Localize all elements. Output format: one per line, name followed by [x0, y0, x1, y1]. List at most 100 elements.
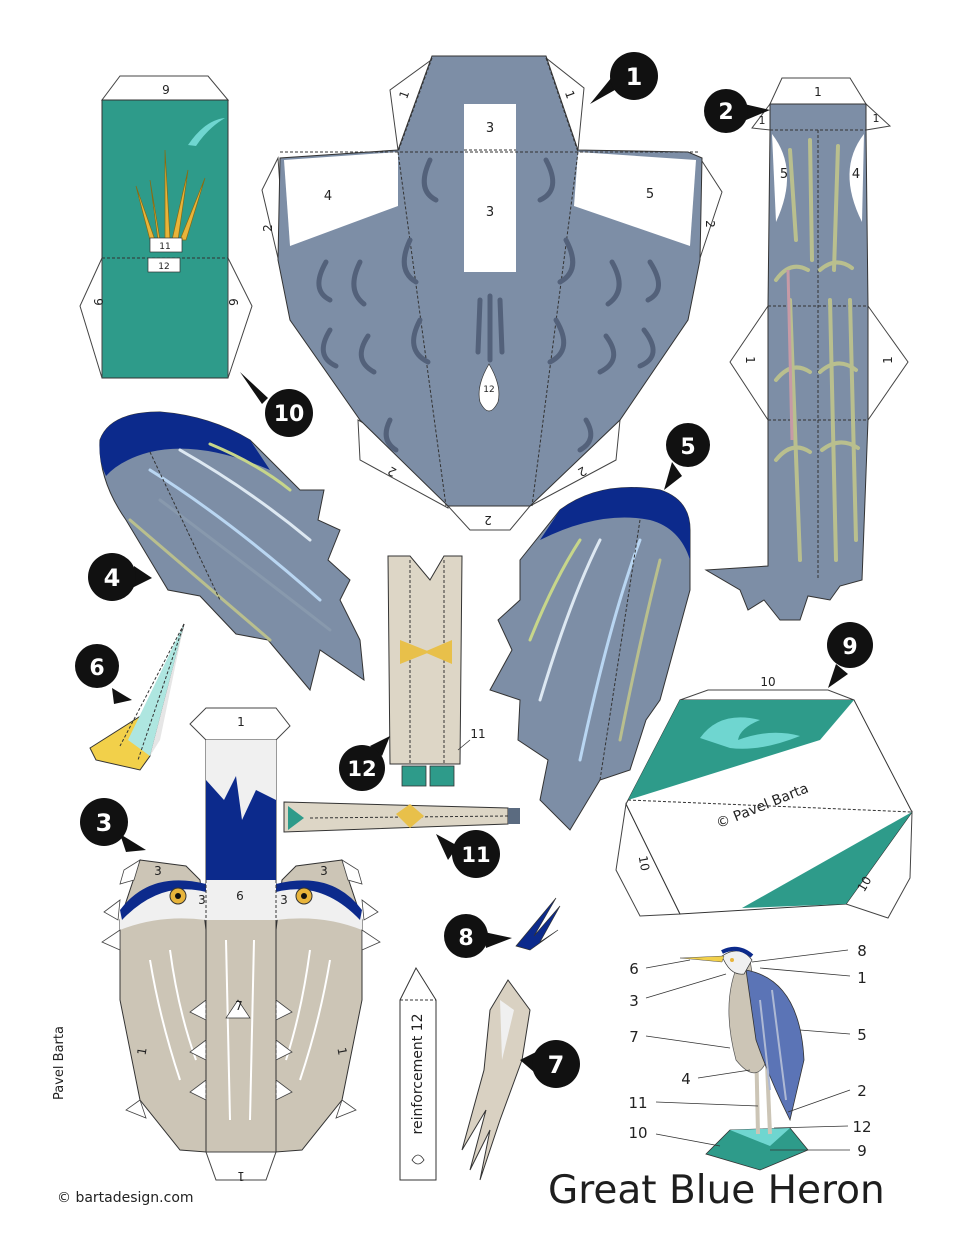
part-1-body: 3 3 4 5 12 2 2 1 1 2 2 2	[261, 55, 723, 531]
badge-11: 11	[436, 830, 500, 878]
slot-11	[149, 237, 183, 253]
tab-label: 1	[562, 89, 578, 101]
reinforcement-12-strip: reinforcement 12	[399, 966, 437, 1181]
slot-label: 4	[852, 167, 860, 182]
tab-label: 3	[198, 893, 206, 907]
badge-5: 5	[664, 423, 710, 490]
leg-11-end	[508, 808, 520, 824]
tab-label: 9	[91, 298, 105, 306]
badge-1: 1	[590, 52, 658, 104]
part-7-plumes	[461, 979, 531, 1181]
legend-label: 2	[857, 1082, 867, 1100]
slot-label: 6	[236, 889, 244, 903]
head-zigzag-tabs	[101, 859, 381, 1119]
tab-label: 9	[162, 83, 170, 97]
wing-5-tip	[540, 487, 690, 560]
legend-label: 1	[857, 969, 867, 987]
neck-feathers	[774, 138, 860, 562]
legend-label: 11	[628, 1094, 647, 1112]
wing-4-feathers	[128, 442, 332, 642]
leg-12-tab-label: 11	[470, 727, 485, 741]
legend-label: 12	[852, 1118, 871, 1136]
legend-label: 8	[857, 942, 867, 960]
neck-panel	[704, 103, 869, 621]
tab-label: 2	[261, 224, 275, 232]
part-2-neck: 1 1 1 5 4 1 1	[704, 77, 909, 621]
tab-label: 1	[334, 1046, 349, 1056]
neck-slot-5	[772, 134, 788, 222]
grass-decoration	[135, 149, 206, 241]
slot-label: 5	[780, 167, 788, 182]
legend-label: 7	[629, 1028, 639, 1046]
badge-7-number: 7	[548, 1051, 565, 1079]
head-right-side	[275, 859, 363, 1153]
slot-label: 4	[324, 189, 332, 204]
neck-accent	[786, 269, 794, 441]
tab-label: 1	[743, 356, 757, 364]
part-11-leg	[283, 801, 520, 833]
wing-slot-4	[284, 152, 398, 246]
tab-label: 10	[855, 874, 875, 894]
part-3-head: 1 6 7 3 3 3 3 1 1 1	[101, 707, 381, 1183]
tab-label: 3	[280, 893, 288, 907]
legend-label: 9	[857, 1142, 867, 1160]
badge-10: 10	[240, 372, 313, 437]
base-tab-top	[679, 689, 855, 701]
chest-plume-strokes	[149, 939, 331, 1121]
legend-label: 4	[681, 1070, 691, 1088]
badge-2: 2	[704, 89, 770, 133]
badge-4-number: 4	[104, 564, 121, 592]
stand-tab-left	[79, 257, 103, 379]
leg-12-foot-right	[429, 765, 455, 787]
neck-slot-4	[849, 134, 864, 222]
legend-label: 6	[629, 960, 639, 978]
part-10-stand: 11 12 9 9 9	[79, 75, 253, 379]
stand-tab-right	[227, 257, 253, 379]
legend-leaders	[645, 949, 851, 1151]
tab-label: 10	[636, 855, 652, 872]
water-splash	[188, 118, 225, 146]
page-title: Great Blue Heron	[548, 1168, 885, 1213]
badge-11-number: 11	[461, 843, 490, 867]
neck-slot-3	[464, 104, 516, 272]
tab-label: 1	[873, 112, 880, 125]
slot-label: 5	[646, 187, 654, 202]
leg-12-foot-left	[401, 765, 427, 787]
reinforcement-label: reinforcement 12	[410, 1014, 426, 1135]
badge-6: 6	[75, 644, 132, 704]
slot-label: 12	[483, 385, 494, 395]
badge-5-number: 5	[680, 435, 695, 460]
badge-12-number: 12	[347, 757, 376, 781]
tab-label: 3	[320, 864, 328, 878]
part-4-wing	[99, 411, 365, 692]
badge-2-number: 2	[718, 100, 733, 125]
tab-label: 2	[484, 513, 492, 527]
part-6-beak	[89, 623, 185, 771]
tab-label: 1	[759, 114, 766, 127]
head-tab-bottom	[205, 1151, 277, 1181]
beak-highlight	[128, 624, 184, 756]
badge-10-number: 10	[274, 402, 305, 427]
tab-label: 1	[135, 1046, 150, 1056]
tab-label: 1	[881, 356, 895, 364]
assembled-heron-diagram: 6 3 7 4 11 10 8 1 5 2 12 9	[628, 942, 872, 1171]
badge-12: 12	[339, 736, 390, 791]
eye-right	[295, 887, 313, 905]
tab-label: 9	[227, 298, 241, 306]
slot-12	[147, 257, 181, 273]
tab-label: 1	[814, 85, 822, 99]
author-credit: Pavel Barta	[52, 1026, 67, 1100]
head-left-side	[119, 859, 207, 1153]
badge-7: 7	[520, 1040, 580, 1088]
badge-8: 8	[444, 914, 512, 958]
legend-label: 3	[629, 992, 639, 1010]
slot-label: 3	[486, 121, 494, 136]
badge-1-number: 1	[626, 63, 643, 91]
base-water	[700, 717, 800, 749]
badge-3: 3	[80, 798, 146, 852]
body-feathers	[316, 157, 661, 453]
eye-left	[169, 887, 187, 905]
badge-6-number: 6	[89, 656, 104, 681]
tab-label: 3	[154, 864, 162, 878]
legend-label: 5	[857, 1026, 867, 1044]
